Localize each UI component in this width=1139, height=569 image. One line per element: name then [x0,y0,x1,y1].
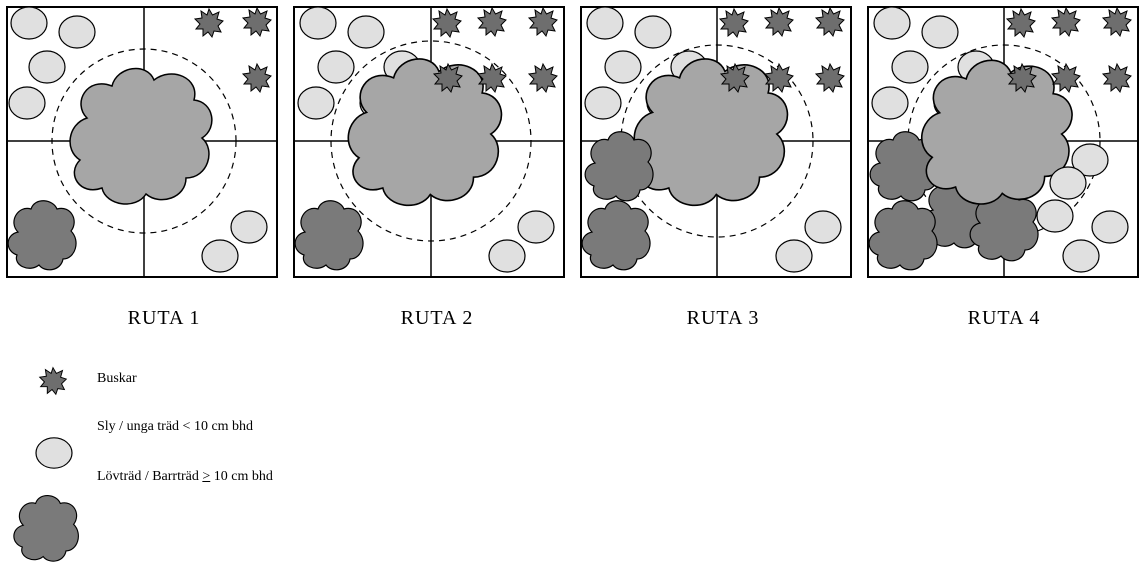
legend-buskar-label: Buskar [97,371,137,386]
shrub-star-icon [39,367,67,395]
ruta-1-plot [6,6,278,278]
legend-lovtrad-prefix: Lövträd / Barrträd [97,469,203,484]
legend-lovtrad-label: Lövträd / Barrträd > 10 cm bhd [97,469,273,485]
legend-lovtrad-symbol: > [202,469,211,484]
ruta-4-label: RUTA 4 [967,307,1041,329]
ruta-1-label: RUTA 1 [127,307,201,329]
sapling-ellipse-icon [35,437,73,469]
legend-lovtrad-suffix: 10 cm bhd [210,469,273,484]
ruta-3-label: RUTA 3 [686,307,760,329]
legend-symbols [13,367,79,562]
tree-cloud-icon [13,494,79,562]
ruta-3-plot [580,6,852,278]
legend-sly-label: Sly / unga träd < 10 cm bhd [97,419,254,434]
ruta-4-plot [867,6,1139,278]
ruta-2-plot [293,6,565,278]
ruta-2-label: RUTA 2 [400,307,474,329]
